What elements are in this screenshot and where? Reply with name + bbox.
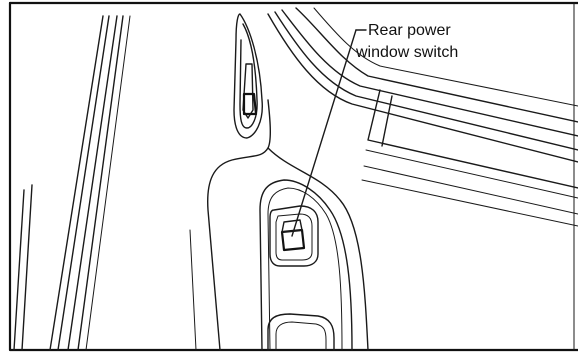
callout-label-line2: window switch bbox=[355, 44, 458, 61]
upper-vent bbox=[234, 14, 262, 138]
callout-label-line1: Rear power bbox=[368, 22, 451, 39]
door-panel bbox=[190, 100, 368, 350]
door-edge-lines bbox=[14, 16, 130, 350]
window-switch-housing bbox=[270, 206, 318, 266]
callout-leader bbox=[292, 30, 366, 236]
door-handle-pocket bbox=[268, 314, 334, 350]
